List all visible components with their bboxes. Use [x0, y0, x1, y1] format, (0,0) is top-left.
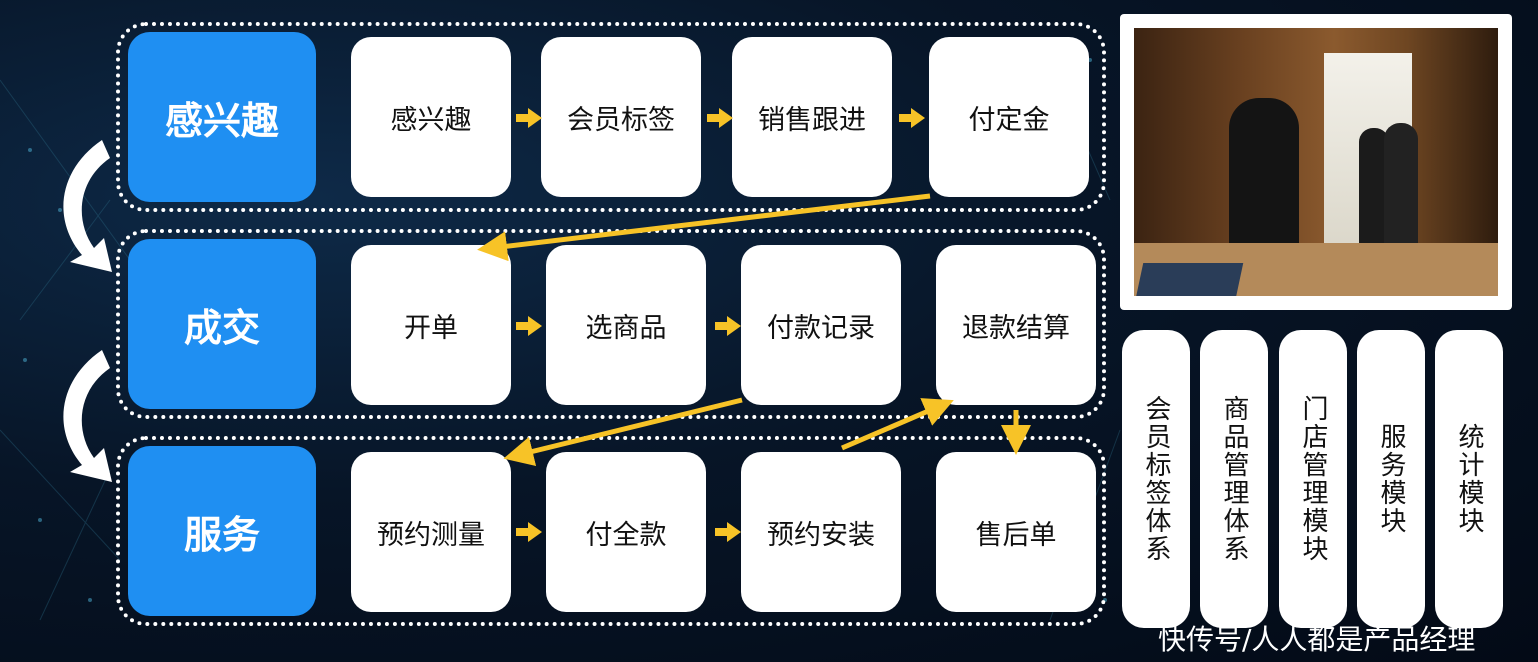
module-member-tag-system: 会员标签体系 — [1122, 330, 1190, 628]
stage-interest: 感兴趣 — [128, 32, 316, 202]
step-deposit: 付定金 — [929, 37, 1089, 197]
step-after-sales: 售后单 — [936, 452, 1096, 612]
module-store-management: 门店管理模块 — [1279, 330, 1347, 628]
step-open-order: 开单 — [351, 245, 511, 405]
store-photo — [1120, 14, 1512, 310]
stage-service: 服务 — [128, 446, 316, 616]
module-product-management-system: 商品管理体系 — [1200, 330, 1268, 628]
stage-deal: 成交 — [128, 239, 316, 409]
step-install: 预约安装 — [741, 452, 901, 612]
module-service: 服务模块 — [1357, 330, 1425, 628]
step-full-payment: 付全款 — [546, 452, 706, 612]
step-sales-follow: 销售跟进 — [732, 37, 892, 197]
step-select-product: 选商品 — [546, 245, 706, 405]
step-refund-settle: 退款结算 — [936, 245, 1096, 405]
step-payment-record: 付款记录 — [741, 245, 901, 405]
module-statistics: 统计模块 — [1435, 330, 1503, 628]
step-interest: 感兴趣 — [351, 37, 511, 197]
store-photo-image — [1134, 28, 1498, 296]
step-measure: 预约测量 — [351, 452, 511, 612]
step-member-tag: 会员标签 — [541, 37, 701, 197]
watermark: 快传号/人人都是产品经理 — [1158, 623, 1476, 656]
